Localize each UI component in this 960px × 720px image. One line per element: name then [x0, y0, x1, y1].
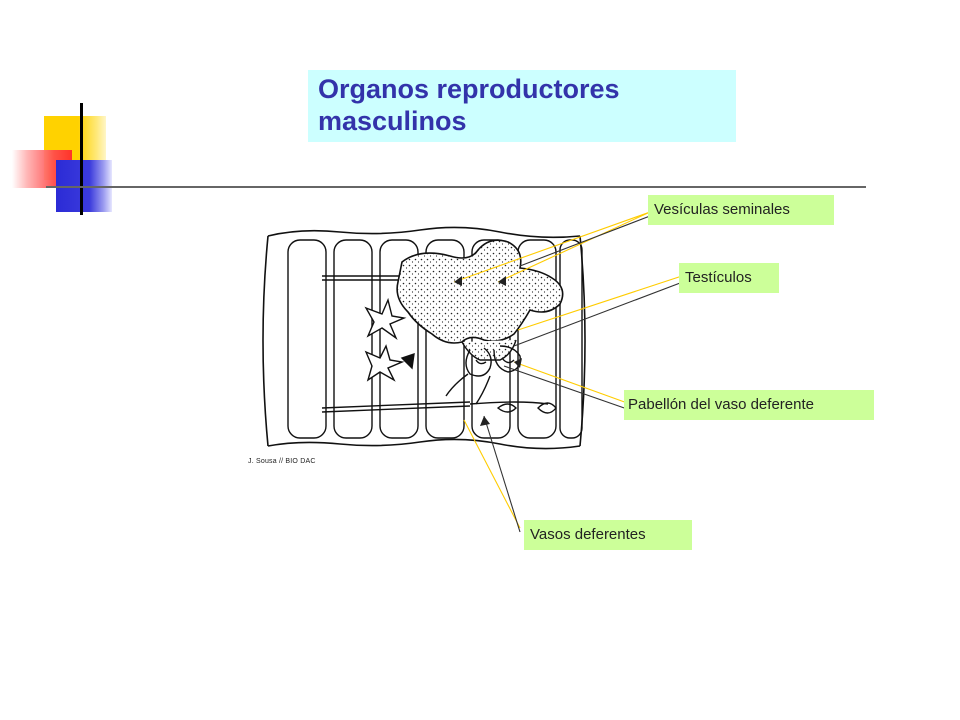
- leader-vesiculas-1: [453, 211, 651, 283]
- leader-testiculos-1: [517, 273, 689, 331]
- leader-lines: [453, 211, 689, 533]
- leader-testiculos-2: [513, 279, 689, 347]
- label-vasos-deferentes: Vasos deferentes: [524, 520, 692, 550]
- seminal-vesicles: [396, 239, 564, 361]
- page-title: Organos reproductores masculinos: [318, 74, 620, 136]
- image-credit: J. Sousa // BIO DAC: [248, 458, 316, 465]
- leader-vasos-2: [483, 415, 521, 533]
- leader-pabellon-1: [513, 361, 631, 405]
- star-shaped-organs: [364, 297, 415, 382]
- leader-vasos-1: [463, 419, 521, 529]
- decorative-horizontal-line: [46, 186, 866, 188]
- label-testiculos: Testículos: [679, 263, 779, 293]
- longitudinal-vessels: [321, 275, 549, 413]
- title-box: Organos reproductores masculinos: [308, 70, 736, 142]
- decorative-vertical-line: [80, 103, 83, 215]
- leader-vesiculas-2: [497, 211, 651, 283]
- leader-vesiculas-3: [519, 215, 651, 267]
- label-vesiculas-seminales: Vesículas seminales: [648, 195, 834, 225]
- testes-and-funnels: [445, 345, 557, 414]
- label-pabellon-vaso-deferente: Pabellón del vaso deferente: [624, 390, 874, 420]
- leader-pabellon-2: [503, 365, 631, 411]
- arrowheads: [454, 276, 522, 426]
